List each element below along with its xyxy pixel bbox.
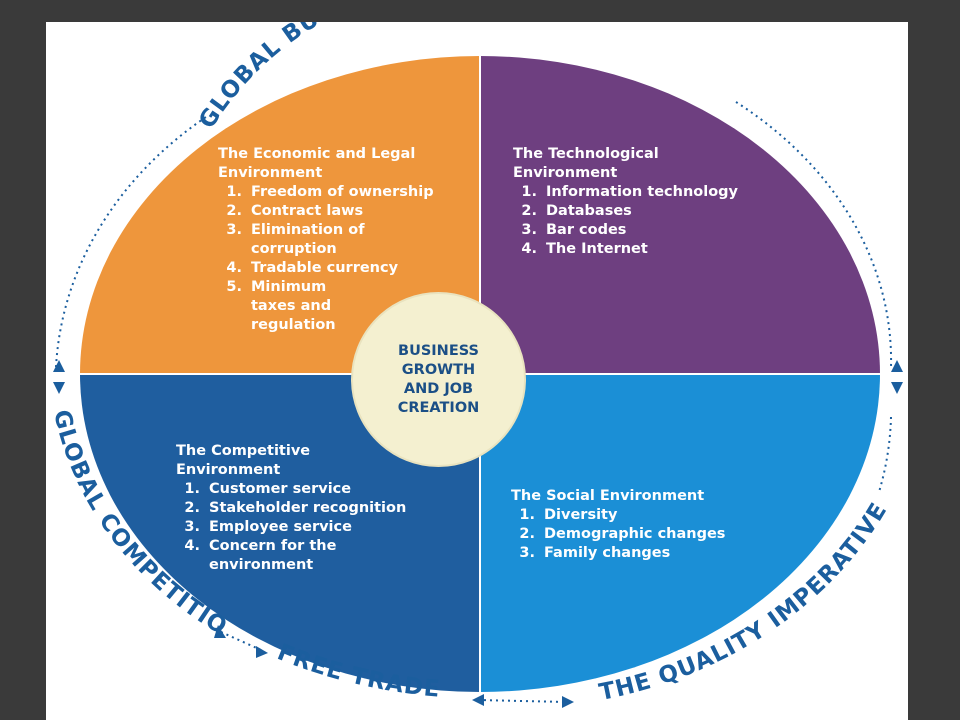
ring-arrow-bottom-right-icon xyxy=(562,696,574,708)
list-item: 4.The Internet xyxy=(521,241,648,257)
list-item: 2.Databases xyxy=(521,203,632,219)
economic-legal-list: The Economic and Legal Environment 1.Fre… xyxy=(218,145,434,335)
technological-list: The Technological Environment 1.Informat… xyxy=(513,145,738,259)
competitive-title: The Competitive Environment xyxy=(176,443,311,478)
list-item: 3.Employee service xyxy=(184,519,352,535)
list-item: 2.Stakeholder recognition xyxy=(184,500,407,516)
quadrant-competitive xyxy=(80,374,480,692)
list-item: 3.Elimination of corruption xyxy=(226,222,365,257)
ring-dots-left-bottom xyxy=(220,631,262,651)
list-item: 4.Tradable currency xyxy=(226,260,399,276)
list-item: 1.Diversity xyxy=(519,507,618,523)
ring-arrow-left-icon xyxy=(214,625,226,638)
center-circle: BUSINESS GROWTH AND JOB CREATION xyxy=(351,292,526,467)
ring-arrow-bottom-left-icon xyxy=(472,694,484,706)
list-item: 1.Freedom of ownership xyxy=(226,184,434,200)
quadrant-economic xyxy=(80,56,480,374)
social-title: The Social Environment xyxy=(511,488,705,504)
quadrant-social xyxy=(480,374,880,692)
environment-wheel: GLOBAL BUSINESS ENVIRONMENT GLOBAL COMPE… xyxy=(46,22,903,708)
list-item: 4.Concern for the environment xyxy=(184,538,337,573)
list-item: 1.Customer service xyxy=(184,481,352,497)
ring-arrow-right-icon xyxy=(256,646,268,658)
diagram-panel: GLOBAL BUSINESS ENVIRONMENT GLOBAL COMPE… xyxy=(46,22,908,720)
list-item: 3.Bar codes xyxy=(521,222,627,238)
competitive-items: 1.Customer service 2.Stakeholder recogni… xyxy=(176,480,406,575)
ring-arrow-down-left-icon xyxy=(53,382,65,394)
ring-arrow-up-right-icon xyxy=(891,360,903,372)
list-item: 2.Contract laws xyxy=(226,203,364,219)
social-list: The Social Environment 1.Diversity 2.Dem… xyxy=(511,487,725,563)
ring-dots-right xyxy=(878,416,892,493)
list-item: 1.Information technology xyxy=(521,184,738,200)
center-label: BUSINESS GROWTH AND JOB CREATION xyxy=(397,342,480,416)
competitive-list: The Competitive Environment 1.Customer s… xyxy=(176,442,406,575)
economic-legal-items: 1.Freedom of ownership 2.Contract laws 3… xyxy=(218,183,434,335)
economic-legal-title: The Economic and Legal Environment xyxy=(218,146,416,181)
quadrant-technological xyxy=(480,56,880,374)
ring-dots-top-left xyxy=(55,116,207,368)
ring-arrow-up-left-icon xyxy=(53,360,65,372)
ring-dots-bottom xyxy=(477,699,567,703)
list-item: 2.Demographic changes xyxy=(519,526,726,542)
ring-arrow-down-right-icon xyxy=(891,382,903,394)
technological-title: The Technological Environment xyxy=(513,146,659,181)
social-items: 1.Diversity 2.Demographic changes 3.Fami… xyxy=(511,506,725,563)
list-item: 3.Family changes xyxy=(519,545,671,561)
technological-items: 1.Information technology 2.Databases 3.B… xyxy=(513,183,738,259)
list-item: 5.Minimum taxes and regulation xyxy=(226,279,336,333)
